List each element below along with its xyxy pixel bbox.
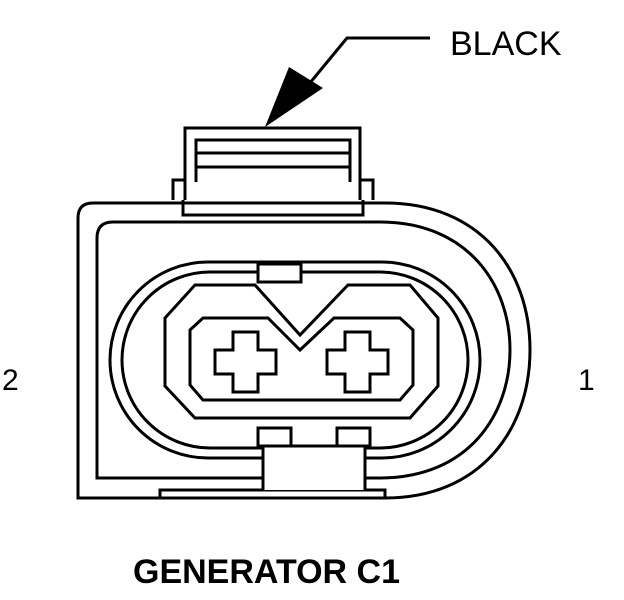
- cavity-inner: [188, 316, 415, 402]
- diagram-title: GENERATOR C1: [133, 553, 400, 591]
- terminal-right: [325, 330, 390, 394]
- terminal-left: [213, 330, 278, 394]
- bottom-key: [256, 426, 372, 490]
- callout-line: [298, 36, 430, 96]
- callout-label: BLACK: [450, 25, 562, 63]
- callout-arrowhead: [265, 67, 323, 127]
- cavity-outline: [163, 283, 440, 420]
- callout-leader: [265, 36, 430, 127]
- pin-label-left: 2: [2, 364, 19, 397]
- oval-inner: [120, 270, 470, 450]
- housing-inner: [95, 220, 512, 480]
- latch-tab: [171, 126, 375, 217]
- top-key: [256, 262, 303, 284]
- housing-outer: [76, 201, 532, 500]
- pin-label-right: 1: [578, 364, 595, 397]
- terminal-cavity: [163, 283, 440, 420]
